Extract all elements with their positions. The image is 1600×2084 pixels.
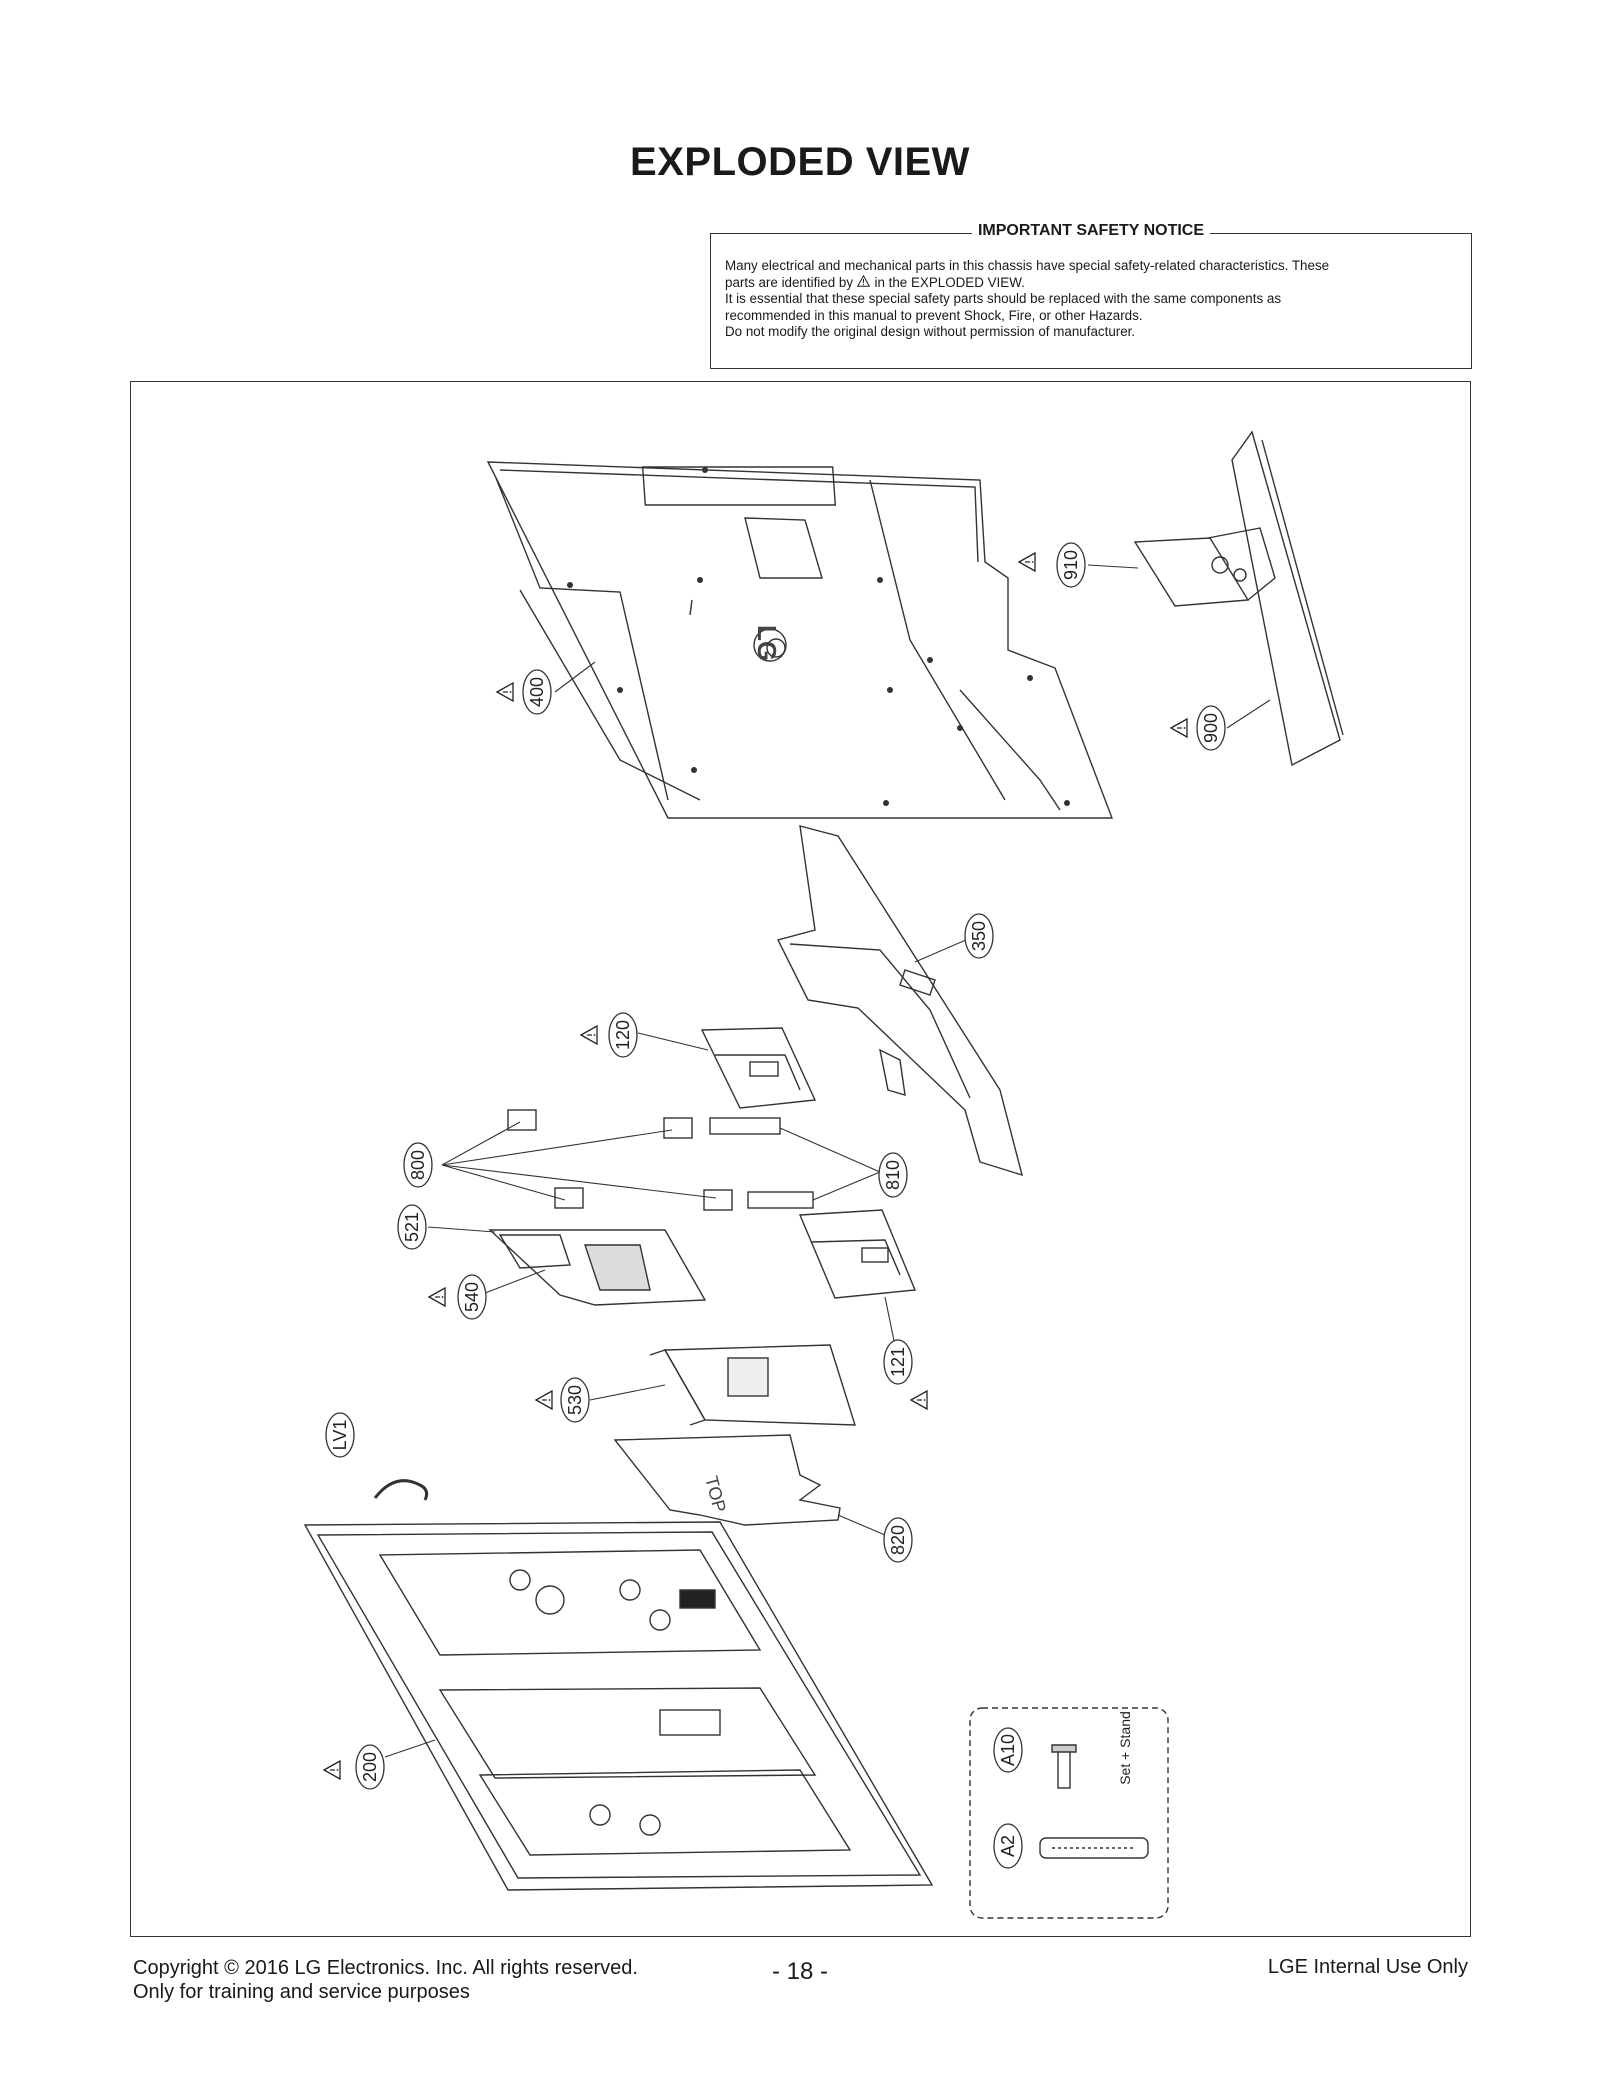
part-label-910: 910 [1018, 542, 1086, 588]
part-label-200: 200 [323, 1744, 385, 1790]
warning-triangle-icon [323, 1760, 341, 1780]
part-label-900: 900 [1170, 705, 1226, 751]
svg-text:400: 400 [527, 677, 547, 707]
remote-control-drawing [1039, 1837, 1149, 1859]
footer-left: Copyright © 2016 LG Electronics. Inc. Al… [133, 1956, 638, 2004]
notice-line-1: Many electrical and mechanical parts in … [725, 258, 1330, 273]
accessory-caption: Set + Stand [1117, 1711, 1133, 1785]
part-label-lv1: LV1 [325, 1412, 355, 1458]
display-module-drawing [303, 1521, 934, 1891]
svg-text:LV1: LV1 [330, 1420, 350, 1451]
part-label-800: 800 [403, 1142, 433, 1188]
page-number: - 18 - [771, 1958, 828, 1985]
back-cover-logo: LG [752, 625, 782, 661]
purpose-text: Only for training and service purposes [133, 1981, 470, 2003]
warning-triangle-icon [910, 1390, 928, 1410]
svg-text:910: 910 [1061, 550, 1081, 580]
part-label-400: 400 [496, 669, 552, 715]
part-label-120: 120 [580, 1012, 638, 1058]
part-label-521: 521 [397, 1204, 427, 1250]
warning-triangle-icon [1170, 718, 1188, 738]
part-label-a2: A2 [993, 1823, 1023, 1869]
warning-triangle-icon [1018, 552, 1036, 572]
power-board-drawing [649, 1344, 856, 1426]
part-label-810: 810 [878, 1152, 908, 1198]
svg-text:521: 521 [402, 1212, 422, 1242]
insulator-sheet-drawing: TOP [613, 1434, 841, 1526]
safety-notice: IMPORTANT SAFETY NOTICE Many electrical … [710, 222, 1472, 369]
stand-drawing [1133, 430, 1344, 767]
warning-triangle-icon [580, 1025, 598, 1045]
diagram-frame [130, 381, 1471, 1937]
lvds-cable-drawing [373, 1479, 429, 1501]
notice-line-4: recommended in this manual to prevent Sh… [725, 307, 1143, 323]
svg-text:A10: A10 [998, 1734, 1018, 1766]
svg-text:350: 350 [969, 921, 989, 951]
cable-cover-drawing [776, 825, 1023, 1177]
svg-text:900: 900 [1201, 713, 1221, 743]
speaker-bracket-120-drawing [700, 1027, 817, 1109]
svg-text:120: 120 [613, 1020, 633, 1050]
warning-triangle-icon [535, 1390, 553, 1410]
clip-brackets-drawing [507, 1109, 814, 1211]
part-label-350: 350 [964, 913, 994, 959]
svg-text:820: 820 [888, 1525, 908, 1555]
svg-text:540: 540 [462, 1282, 482, 1312]
internal-use-text: LGE Internal Use Only [1267, 1956, 1468, 1978]
part-label-a10: A10 [993, 1727, 1023, 1773]
accessory-box [969, 1707, 1169, 1919]
notice-line-5: Do not modify the original design withou… [725, 324, 1136, 339]
part-label-820: 820 [883, 1517, 913, 1563]
svg-text:200: 200 [360, 1752, 380, 1782]
svg-text:A2: A2 [998, 1835, 1018, 1857]
screw-drawing [1051, 1744, 1077, 1789]
main-board-drawing [488, 1229, 707, 1306]
part-label-540: 540 [428, 1274, 487, 1320]
notice-line-2a: parts are identified by [725, 274, 854, 290]
part-label-121: 121 [883, 1339, 928, 1410]
notice-line-3: It is essential that these special safet… [725, 291, 1282, 306]
svg-text:121: 121 [888, 1347, 908, 1377]
speaker-bracket-121-drawing [798, 1209, 917, 1299]
warning-triangle-icon [496, 682, 514, 702]
svg-text:800: 800 [408, 1150, 428, 1180]
svg-text:810: 810 [883, 1160, 903, 1190]
svg-text:530: 530 [565, 1385, 585, 1415]
notice-line-2b: in the EXPLODED VIEW. [874, 274, 1025, 290]
page-title: EXPLODED VIEW [630, 140, 970, 184]
back-cover-drawing: LG [486, 461, 1114, 819]
warning-triangle-icon [428, 1287, 446, 1307]
safety-notice-heading: IMPORTANT SAFETY NOTICE [971, 222, 1211, 239]
copyright-text: Copyright © 2016 LG Electronics. Inc. Al… [133, 1957, 638, 1979]
part-label-530: 530 [535, 1377, 590, 1423]
warning-triangle-icon [857, 274, 871, 292]
